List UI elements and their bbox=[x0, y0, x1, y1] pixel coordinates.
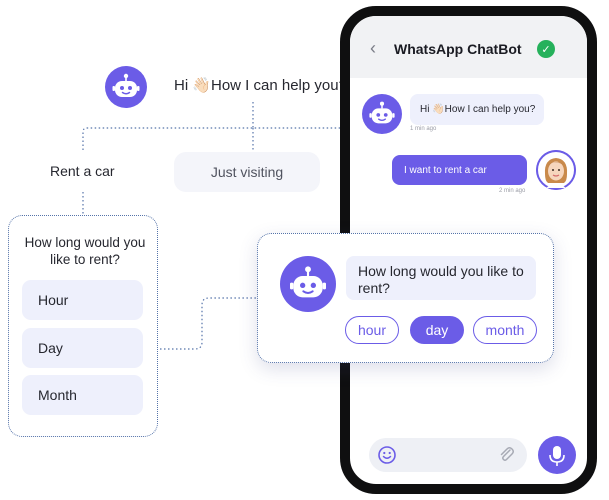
microphone-button[interactable] bbox=[538, 436, 576, 474]
rent-a-car-option[interactable]: Rent a car bbox=[50, 163, 115, 179]
user-avatar bbox=[536, 150, 576, 190]
just-visiting-option[interactable]: Just visiting bbox=[174, 152, 320, 192]
user-message-time: 2 min ago bbox=[499, 188, 526, 194]
woman-avatar-icon bbox=[536, 150, 576, 190]
bot-avatar bbox=[105, 66, 147, 108]
flow-greeting: Hi 👋🏻How I can help you? bbox=[174, 77, 347, 94]
paperclip-icon[interactable] bbox=[497, 445, 517, 465]
message-input-bar[interactable] bbox=[369, 438, 527, 472]
bot-message-bubble: Hi 👋🏻How I can help you? bbox=[410, 94, 544, 125]
chevron-left-icon[interactable]: ‹ bbox=[370, 38, 376, 58]
rental-duration-card: How long would you like to rent? Hour Da… bbox=[8, 215, 158, 437]
quick-reply-card: How long would you like to rent? hour da… bbox=[257, 233, 554, 363]
chat-title: WhatsApp ChatBot bbox=[394, 41, 522, 57]
quick-reply-hour[interactable]: hour bbox=[345, 316, 399, 344]
robot-icon bbox=[112, 73, 140, 97]
card-question-bubble: How long would you like to rent? bbox=[346, 256, 536, 300]
chat-bot-avatar bbox=[362, 94, 402, 134]
duration-question: How long would you like to rent? bbox=[24, 235, 146, 267]
bot-message-time: 1 min ago bbox=[410, 126, 437, 132]
robot-icon bbox=[290, 266, 326, 298]
option-hour[interactable]: Hour bbox=[22, 280, 143, 320]
microphone-icon bbox=[549, 446, 565, 466]
option-month[interactable]: Month bbox=[22, 375, 143, 415]
user-message-bubble: I want to rent a car bbox=[392, 155, 527, 185]
emoji-icon[interactable] bbox=[377, 445, 397, 465]
verified-check-icon: ✓ bbox=[537, 40, 555, 58]
card-bot-avatar bbox=[280, 256, 336, 312]
quick-reply-day[interactable]: day bbox=[410, 316, 464, 344]
chat-header: ‹ WhatsApp ChatBot ✓ bbox=[350, 16, 587, 78]
option-day[interactable]: Day bbox=[22, 328, 143, 368]
quick-reply-month[interactable]: month bbox=[473, 316, 537, 344]
robot-icon bbox=[369, 101, 395, 124]
